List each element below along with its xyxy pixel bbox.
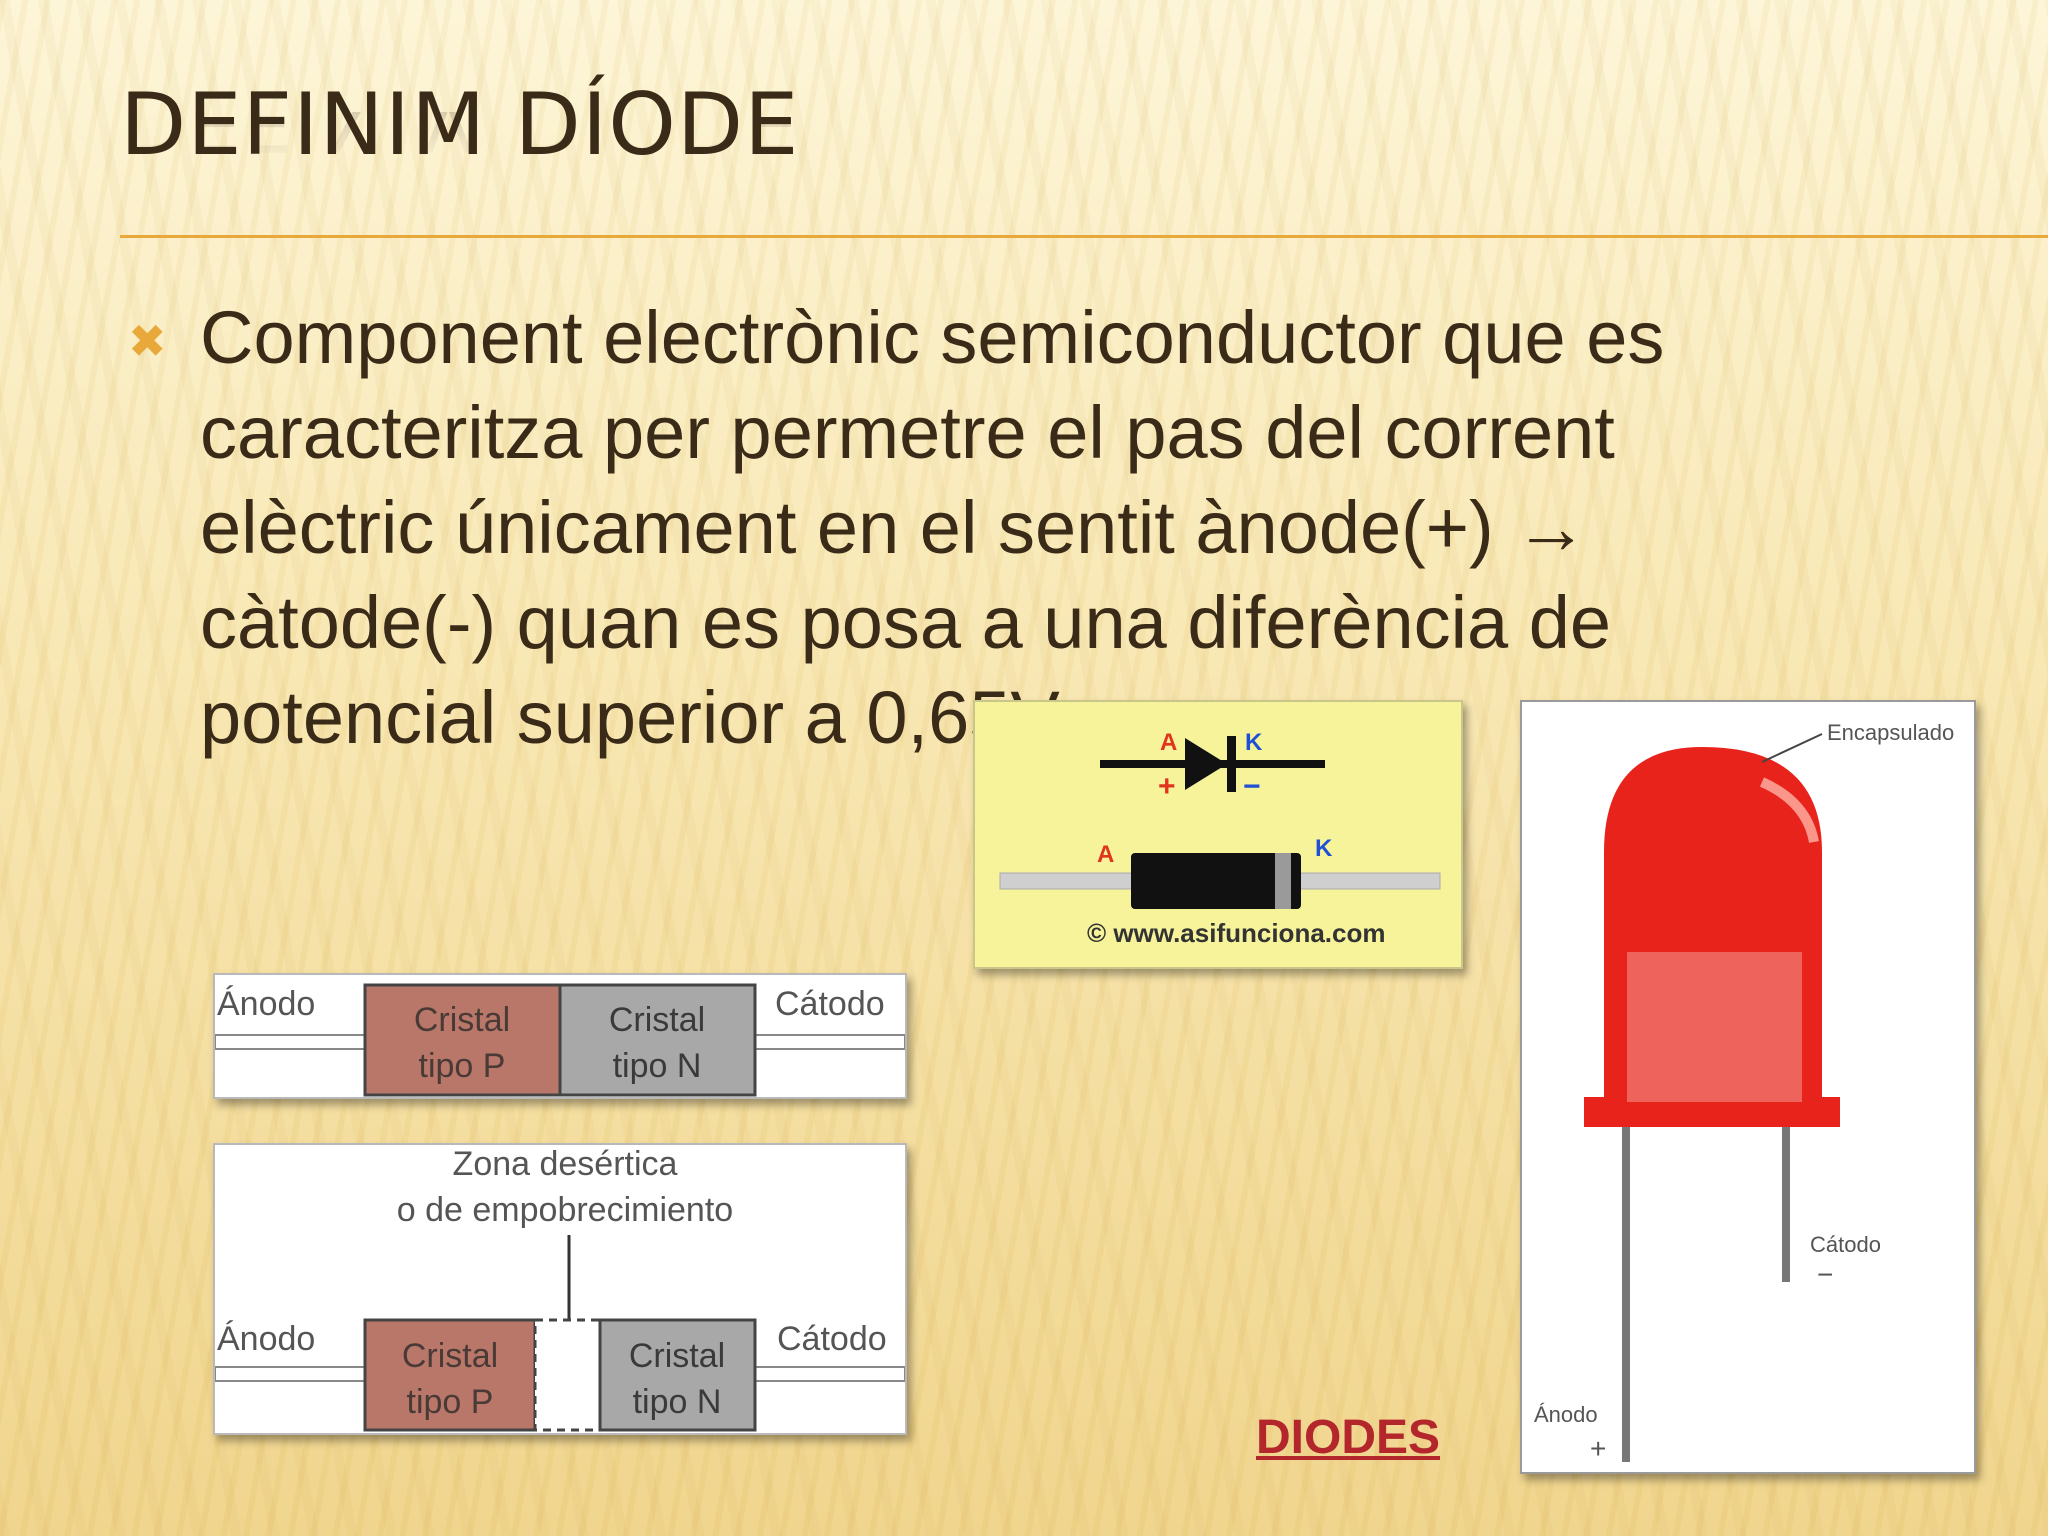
depletion-zone (533, 1318, 602, 1432)
p-crystal-block-2 (363, 1318, 537, 1432)
pn-bottom-p-line2: tipo P (407, 1383, 494, 1421)
pn-bottom-anodo: Ánodo (217, 1320, 315, 1358)
led-anodo-sign: + (1590, 1433, 1606, 1464)
led-catodo-sign: − (1817, 1259, 1833, 1290)
diode-symbol-image: A K + − A K © www.asifunciona.com (973, 700, 1463, 969)
pn-top-anodo: Ánodo (217, 985, 315, 1023)
n-crystal-block-2 (598, 1318, 757, 1432)
led-anodo-label: Ánodo (1534, 1402, 1598, 1427)
pn-bottom-p-line1: Cristal (402, 1337, 498, 1375)
pn-bottom-n-line2: tipo N (633, 1383, 722, 1421)
pn-junction-diagram: Ánodo Cátodo Cristal tipo P Cristal tipo… (213, 973, 907, 1099)
p-crystal-block (363, 983, 562, 1097)
pn-top-p-line1: Cristal (414, 1001, 510, 1039)
title-divider (120, 235, 2048, 238)
definition-text: Component electrònic semiconductor que e… (200, 296, 1665, 759)
x-mark-bullet-icon: ✖ (128, 315, 167, 367)
symbol-minus-sign: − (1243, 770, 1261, 803)
n-crystal-block (558, 983, 757, 1097)
component-anode-label: A (1097, 841, 1114, 868)
pn-top-catodo: Cátodo (775, 985, 885, 1023)
credit-text: © www.asifunciona.com (1087, 918, 1385, 948)
diode-triangle-icon (1185, 738, 1227, 790)
diode-body (1131, 853, 1301, 909)
led-drawing: Encapsulado Cátodo − Ánodo + (1534, 720, 1954, 1464)
slide-title: DEFINIM DÍODE (120, 75, 800, 175)
pn-bottom-catodo: Cátodo (777, 1320, 887, 1358)
depletion-zone-diagram: Zona desértica o de empobrecimiento Ánod… (213, 1143, 907, 1435)
pn-bottom-n-line1: Cristal (629, 1337, 725, 1375)
cathode-band (1275, 853, 1291, 909)
led-image: Encapsulado Cátodo − Ánodo + (1520, 700, 1976, 1474)
slide-title-reflection: DEFINIM DÍODE (120, 112, 800, 162)
diode-symbol-drawing: A K + − A K © www.asifunciona.com (999, 729, 1441, 948)
symbol-cathode-label: K (1245, 729, 1263, 756)
encapsulado-label: Encapsulado (1827, 720, 1954, 745)
led-catodo-label: Cátodo (1810, 1232, 1881, 1257)
symbol-plus-sign: + (1158, 770, 1176, 803)
pn-top-n-line2: tipo N (613, 1047, 702, 1085)
component-cathode-label: K (1315, 835, 1333, 862)
pn-top-p-line2: tipo P (419, 1047, 506, 1085)
zone-line1: Zona desértica (453, 1145, 678, 1183)
diodes-link[interactable]: DIODES (1256, 1411, 1441, 1464)
zone-line2: o de empobrecimiento (397, 1191, 733, 1229)
symbol-anode-label: A (1160, 729, 1177, 756)
pn-top-n-line1: Cristal (609, 1001, 705, 1039)
